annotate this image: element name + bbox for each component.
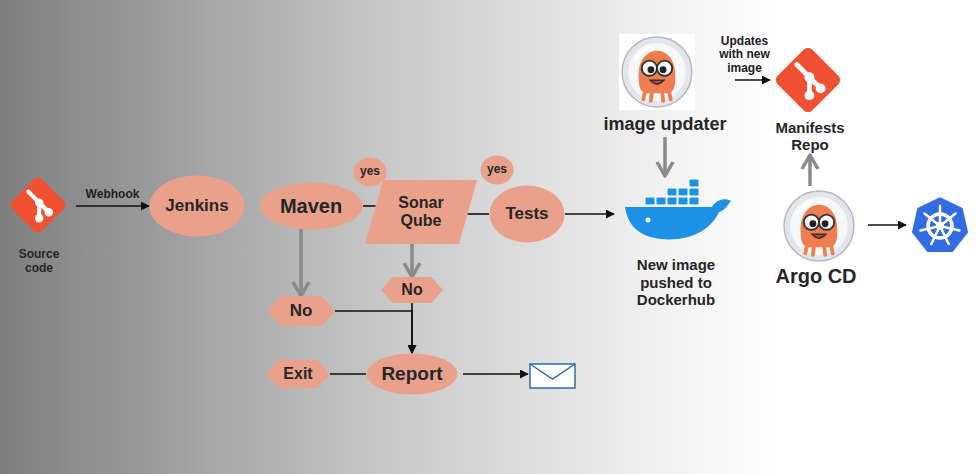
connector-line [363, 205, 376, 207]
decision-badge: yes [353, 157, 387, 187]
docker-whale [625, 179, 731, 239]
flow-arrow [299, 229, 303, 296]
repo-label: Manifests Repo [770, 45, 850, 155]
process-ellipse: Tests [489, 185, 565, 243]
decision-badge: yes [480, 155, 514, 185]
node-text: Jenkins [165, 196, 228, 216]
connector-line [330, 373, 366, 375]
node-text: Report [381, 363, 442, 385]
edge-label: Webhook [86, 188, 140, 202]
argo-icon [619, 34, 695, 110]
outcome-hexagon: No [267, 296, 335, 326]
node-text: Sonar Qube [390, 194, 452, 231]
tool-label: image updater [595, 32, 735, 137]
node-text: Exit [283, 365, 312, 383]
connector-line [735, 79, 770, 81]
node-text: Tests [505, 204, 548, 224]
node-text: Source code [11, 248, 67, 278]
flow-arrow [663, 137, 667, 176]
process-parallelogram: Sonar Qube [365, 180, 477, 244]
process-ellipse: Report [366, 353, 458, 395]
deploy-arrow [868, 224, 906, 226]
node-text: yes [487, 163, 507, 177]
connector-line [76, 205, 149, 207]
outcome-hexagon: No [381, 277, 443, 303]
connector-line [335, 311, 412, 353]
node-text: Manifests Repo [770, 119, 850, 156]
tool-label: Argo CD [768, 186, 864, 290]
outcome-hexagon: Exit [266, 360, 330, 388]
argo-icon [781, 188, 857, 264]
process-ellipse: Maven [259, 182, 363, 230]
node-text: Argo CD [775, 265, 856, 290]
connector-line [467, 213, 489, 215]
node-text: No [401, 281, 422, 299]
git-icon [773, 45, 842, 114]
flow-arrow [808, 155, 812, 186]
email-envelope [530, 364, 575, 388]
node-text: Maven [280, 195, 342, 218]
node-text: No [290, 301, 313, 321]
repo-label: Source code [2, 174, 76, 278]
registry-label: New image pushed to Dockerhub [606, 176, 746, 310]
edge-label: Updates with new image [713, 35, 777, 76]
node-text: New image pushed to Dockerhub [626, 256, 726, 310]
process-ellipse: Jenkins [149, 175, 245, 237]
kubernetes-icon [911, 196, 969, 253]
flow-arrow [410, 244, 414, 277]
connector-line [565, 213, 614, 215]
report-mail-arrow [463, 373, 528, 375]
git-icon [8, 175, 67, 234]
connector-line [411, 303, 413, 353]
node-text: image updater [603, 114, 726, 137]
node-text: yes [360, 165, 380, 179]
